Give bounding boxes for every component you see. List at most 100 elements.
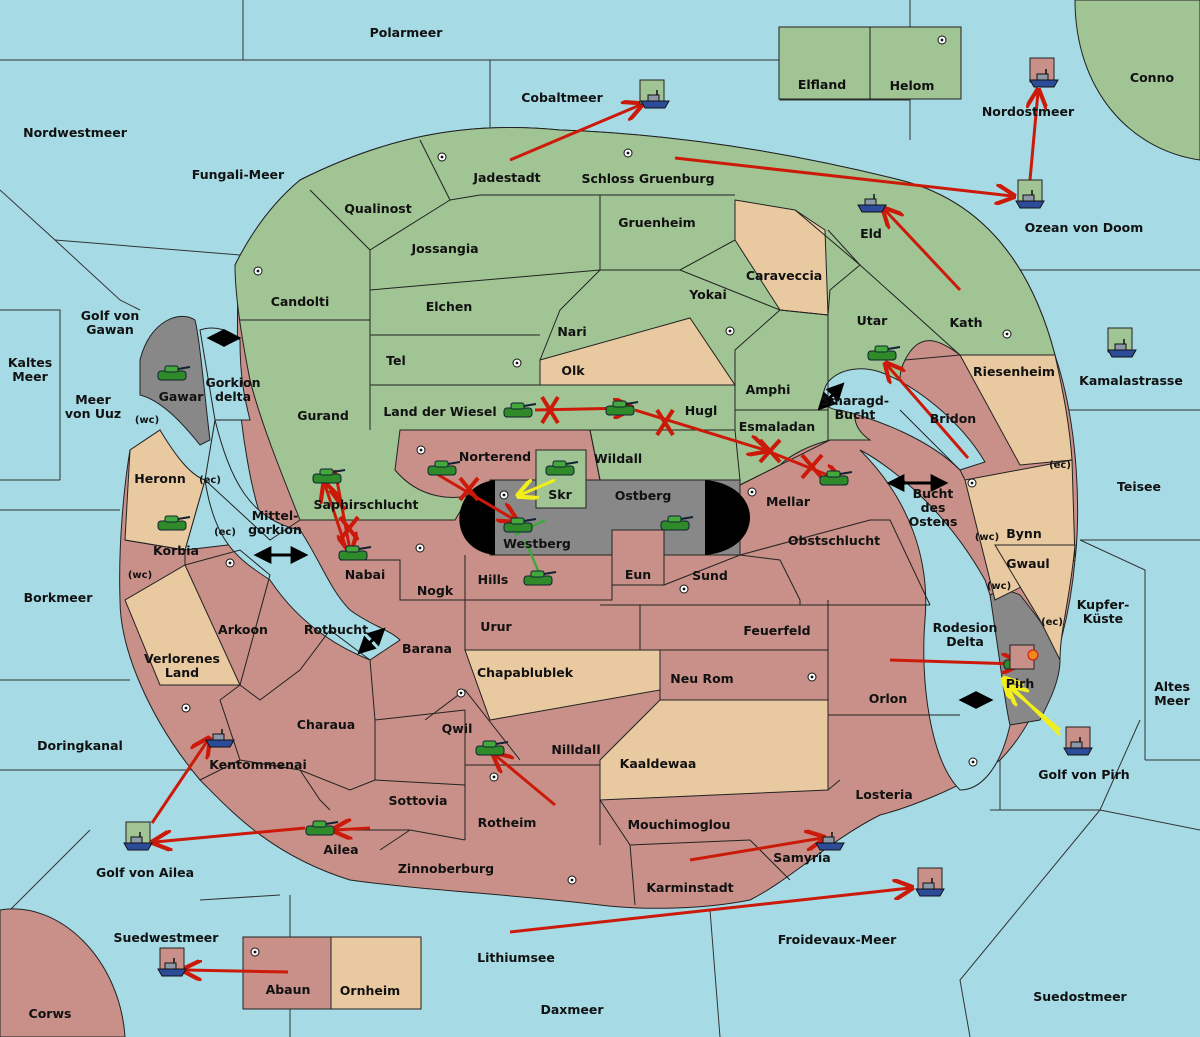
province-ornheim[interactable] bbox=[330, 936, 422, 1010]
east-cap bbox=[705, 480, 750, 555]
supply-centre-dot-core bbox=[253, 950, 257, 954]
label-provinces-riesenheim: Riesenheim bbox=[973, 364, 1055, 379]
province-eun-box[interactable] bbox=[611, 529, 665, 586]
label-seas-polarmeer: Polarmeer bbox=[370, 25, 444, 40]
label-provinces-norterend: Norterend bbox=[459, 449, 531, 464]
supply-centre-dot-core bbox=[940, 38, 944, 42]
label-provinces-elchen: Elchen bbox=[426, 299, 473, 314]
label-provinces-zinnoberburg: Zinnoberburg bbox=[398, 861, 494, 876]
label-provinces-eun: Eun bbox=[625, 567, 651, 582]
label-provinces-bridon: Bridon bbox=[930, 411, 976, 426]
supply-centre-dot-core bbox=[682, 587, 686, 591]
order-fail-crosses bbox=[328, 395, 824, 542]
label-provinces-jadestadt: Jadestadt bbox=[472, 170, 540, 185]
label-provinces-saphir: Saphirschlucht bbox=[314, 497, 419, 512]
label-seas-mittelgorkion: Mittel-gorkion bbox=[248, 508, 302, 537]
label-provinces-gwaul: Gwaul bbox=[1006, 556, 1049, 571]
supply-centre-dot-core bbox=[502, 493, 506, 497]
label-provinces-elfland: Elfland bbox=[798, 77, 846, 92]
label-seas-smaragdbucht: Smaragd-Bucht bbox=[821, 393, 889, 422]
label-seas-lithiumsee: Lithiumsee bbox=[477, 950, 555, 965]
province-gawar[interactable] bbox=[139, 315, 211, 446]
label-provinces-heronn: Heronn bbox=[134, 471, 186, 486]
label-provinces-caraveccia: Caraveccia bbox=[746, 268, 822, 283]
label-provinces-esmaladan: Esmaladan bbox=[739, 419, 815, 434]
label-provinces-neu-rom: Neu Rom bbox=[670, 671, 733, 686]
label-provinces-chapablublek: Chapablublek bbox=[477, 665, 574, 680]
label-coast_tags-pirh-ec: (ec) bbox=[1041, 617, 1063, 628]
province-borders bbox=[124, 139, 1055, 906]
supply-centres bbox=[181, 35, 1012, 957]
label-provinces-orlon: Orlon bbox=[869, 691, 908, 706]
label-seas-kamalastrasse: Kamalastrasse bbox=[1079, 373, 1183, 388]
label-provinces-olk: Olk bbox=[561, 363, 585, 378]
supply-centre-dot-core bbox=[626, 151, 630, 155]
label-seas-doringkanal: Doringkanal bbox=[37, 738, 123, 753]
province-heronn[interactable] bbox=[124, 429, 206, 551]
label-seas-conno: Conno bbox=[1130, 70, 1175, 85]
label-seas-rotbucht: Rotbucht bbox=[304, 622, 368, 637]
label-seas-fungali: Fungali-Meer bbox=[192, 167, 285, 182]
supply-centre-dot-core bbox=[970, 481, 974, 485]
label-provinces-qualinost: Qualinost bbox=[344, 201, 411, 216]
supply-centre-dot-core bbox=[810, 675, 814, 679]
supply-centre-dot-core bbox=[570, 878, 574, 882]
label-seas-suedostmeer: Suedostmeer bbox=[1033, 989, 1127, 1004]
label-provinces-skr: Skr bbox=[548, 487, 572, 502]
label-seas-golf-ailea: Golf von Ailea bbox=[96, 865, 194, 880]
province-elfland[interactable] bbox=[778, 26, 871, 100]
label-provinces-qwil: Qwil bbox=[442, 721, 473, 736]
label-provinces-ailea: Ailea bbox=[323, 842, 358, 857]
label-provinces-westberg: Westberg bbox=[503, 536, 571, 551]
province-conno-land bbox=[1074, 0, 1200, 161]
label-provinces-nogk: Nogk bbox=[417, 583, 454, 598]
label-provinces-tel: Tel bbox=[386, 353, 406, 368]
label-provinces-wildall: Wildall bbox=[594, 451, 642, 466]
label-provinces-nilldall: Nilldall bbox=[551, 742, 600, 757]
label-seas-borkmeer: Borkmeer bbox=[24, 590, 94, 605]
label-provinces-hugl: Hugl bbox=[685, 403, 718, 418]
supply-centre-dot-core bbox=[515, 361, 519, 365]
west-cap bbox=[459, 480, 495, 555]
label-provinces-schloss: Schloss Gruenburg bbox=[581, 171, 714, 186]
label-seas-daxmeer: Daxmeer bbox=[540, 1002, 604, 1017]
label-provinces-urur: Urur bbox=[480, 619, 512, 634]
label-provinces-nari: Nari bbox=[557, 324, 586, 339]
label-coast_tags-korbia-wc: (wc) bbox=[128, 570, 152, 581]
label-provinces-nabai: Nabai bbox=[345, 567, 386, 582]
label-seas-golf-pirh: Golf von Pirh bbox=[1038, 767, 1129, 782]
label-provinces-bynn: Bynn bbox=[1006, 526, 1041, 541]
label-provinces-gurand: Gurand bbox=[297, 408, 349, 423]
province-corws-land bbox=[0, 908, 126, 1037]
label-provinces-ostberg: Ostberg bbox=[615, 488, 672, 503]
label-seas-ozean-doom: Ozean von Doom bbox=[1025, 220, 1144, 235]
label-provinces-gawar: Gawar bbox=[159, 389, 205, 404]
label-seas-teisee: Teisee bbox=[1117, 479, 1161, 494]
explosion-icon bbox=[1027, 649, 1039, 661]
label-provinces-barana: Barana bbox=[402, 641, 452, 656]
label-provinces-feuerfeld: Feuerfeld bbox=[743, 623, 810, 638]
label-provinces-mouchimoglou: Mouchimoglou bbox=[628, 817, 731, 832]
label-provinces-amphi: Amphi bbox=[746, 382, 791, 397]
label-seas-cobaltmeer: Cobaltmeer bbox=[521, 90, 603, 105]
label-seas-corws: Corws bbox=[29, 1006, 72, 1021]
label-provinces-jossangia: Jossangia bbox=[410, 241, 478, 256]
label-provinces-charaua: Charaua bbox=[297, 717, 355, 732]
label-provinces-kath: Kath bbox=[950, 315, 983, 330]
province-gwaul[interactable] bbox=[994, 544, 1076, 661]
supply-centre-dot-core bbox=[184, 706, 188, 710]
label-provinces-helom: Helom bbox=[890, 78, 935, 93]
supply-centre-dot-core bbox=[750, 490, 754, 494]
sea-mittelgorkion[interactable] bbox=[204, 419, 401, 661]
supply-centre-dot-core bbox=[418, 546, 422, 550]
label-seas-nordwestmeer: Nordwestmeer bbox=[23, 125, 128, 140]
